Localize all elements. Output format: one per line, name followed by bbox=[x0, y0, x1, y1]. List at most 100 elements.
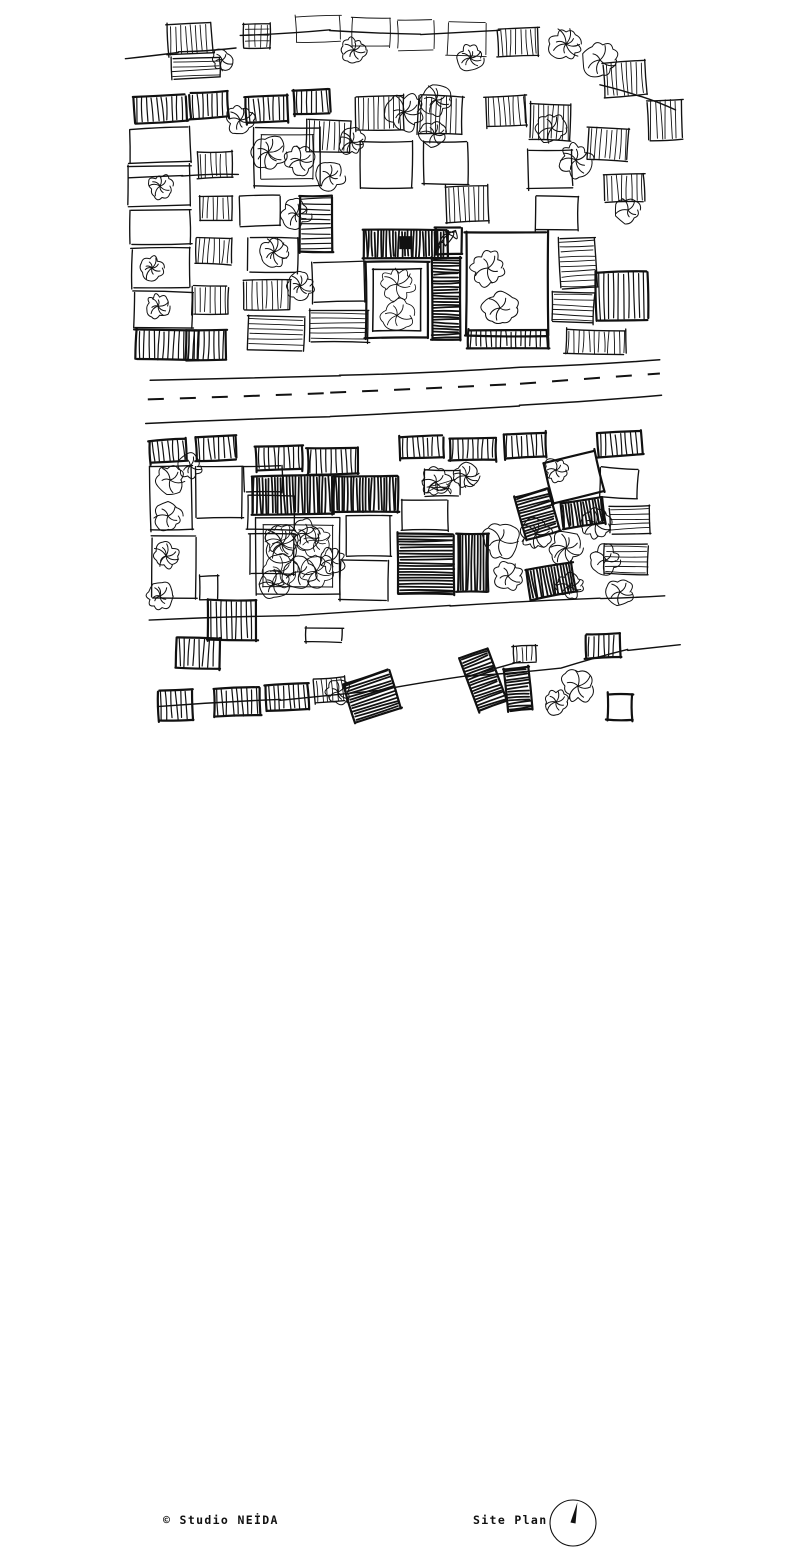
bldg-u-right-4 bbox=[534, 195, 580, 232]
bldg-l-24 bbox=[608, 504, 652, 535]
tree-l-12 bbox=[481, 523, 520, 560]
tree-u-1 bbox=[250, 135, 288, 170]
bldg-u-top-e bbox=[445, 21, 487, 58]
lower-block bbox=[147, 429, 652, 643]
bldg-l-roof-c bbox=[250, 474, 334, 516]
bldg-l-4 bbox=[150, 535, 198, 600]
bldg-b-1 bbox=[156, 688, 195, 723]
tree-u-16 bbox=[582, 42, 619, 78]
tree-u-7 bbox=[418, 84, 452, 117]
bldg-u-right-7 bbox=[594, 269, 650, 322]
bldg-l-25 bbox=[603, 542, 650, 576]
bldg-u-core-10 bbox=[310, 258, 367, 305]
tree-u-2 bbox=[226, 105, 256, 135]
tree-u-4 bbox=[315, 162, 347, 192]
bldg-u-lcs-3 bbox=[198, 195, 234, 222]
bldg-l-13 bbox=[398, 434, 445, 462]
tree-u-23 bbox=[614, 198, 642, 225]
bldg-u-core-2 bbox=[291, 87, 332, 118]
bldg-l-6 bbox=[198, 574, 220, 601]
bldg-u-top-d bbox=[396, 19, 435, 52]
tree-b-3 bbox=[544, 689, 569, 716]
bldg-l-14 bbox=[447, 436, 498, 463]
tree-u-18 bbox=[148, 174, 174, 201]
bottom-detached-row-trees bbox=[324, 669, 594, 716]
tree-l-1 bbox=[154, 465, 186, 495]
roof-accent-block bbox=[399, 236, 413, 250]
tree-l-21 bbox=[544, 458, 569, 484]
tree-u-15 bbox=[558, 141, 595, 180]
bldg-l-3 bbox=[148, 464, 195, 533]
bldg-b-4 bbox=[312, 675, 348, 705]
lower-block-base bbox=[148, 595, 666, 621]
footer: © Studio NEİDA Site Plan bbox=[0, 752, 800, 1547]
bldg-b-3 bbox=[263, 682, 311, 713]
bldg-b-12 bbox=[604, 691, 635, 723]
tree-b-2 bbox=[560, 669, 594, 703]
upper-block bbox=[126, 14, 684, 362]
bldg-b-2 bbox=[212, 686, 263, 719]
bldg-u-left-isolated bbox=[165, 21, 216, 58]
bldg-l-17 bbox=[455, 532, 490, 593]
tree-b-1 bbox=[324, 679, 350, 706]
bldg-u-lc-2 bbox=[127, 125, 192, 165]
bldg-u-top-f bbox=[496, 26, 541, 58]
bldg-u-lcs-6 bbox=[184, 328, 229, 362]
tree-u-17 bbox=[548, 28, 582, 60]
bldg-l-20 bbox=[513, 487, 562, 542]
bldg-u-core-5 bbox=[246, 236, 299, 275]
tree-u-22 bbox=[456, 44, 485, 72]
mid-tie-line bbox=[127, 173, 240, 179]
bldg-u-plaza-edge bbox=[465, 328, 551, 350]
tree-l-2 bbox=[153, 501, 184, 532]
bldg-u-lc-1 bbox=[131, 93, 190, 125]
tree-u-20 bbox=[146, 293, 171, 320]
tree-u-3 bbox=[283, 145, 316, 177]
bldg-b-5 bbox=[341, 668, 403, 725]
tree-u-21 bbox=[211, 48, 234, 72]
bldg-u-right-2 bbox=[528, 100, 572, 142]
tree-l-19 bbox=[605, 579, 634, 607]
bldg-l-18 bbox=[502, 429, 548, 462]
bldg-l-21 bbox=[559, 495, 607, 531]
tree-l-4 bbox=[145, 581, 174, 611]
north-arrow-icon bbox=[549, 1499, 597, 1547]
tree-u-24 bbox=[340, 36, 368, 64]
street-layer bbox=[144, 359, 663, 425]
tree-l-6 bbox=[281, 555, 318, 589]
bldg-u-lc-6 bbox=[132, 290, 195, 329]
tree-u-9 bbox=[279, 197, 313, 230]
bldg-u-right-8 bbox=[586, 126, 631, 163]
bldg-u-core-11 bbox=[308, 308, 371, 345]
bldg-u-maincourt bbox=[363, 260, 431, 341]
bldg-l-roof-a bbox=[253, 444, 305, 474]
bldg-l-11 bbox=[345, 514, 393, 557]
bldg-u-lcs-1 bbox=[188, 89, 231, 121]
bldg-b-9 bbox=[502, 664, 534, 713]
bldg-u-plaza bbox=[463, 229, 550, 338]
tree-u-10 bbox=[259, 237, 290, 268]
upper-block-trees bbox=[139, 28, 642, 325]
bldg-b-11 bbox=[583, 632, 623, 660]
bldg-l-1 bbox=[147, 436, 189, 466]
street-edge-lower bbox=[144, 394, 663, 425]
bldg-l-15 bbox=[400, 498, 449, 533]
bldg-u-core-16 bbox=[444, 183, 490, 225]
tree-l-8 bbox=[291, 518, 321, 551]
tree-u-12 bbox=[469, 249, 506, 288]
bldg-l-roof-b bbox=[304, 446, 360, 477]
bldg-u-right-9 bbox=[602, 172, 646, 204]
bldg-l-7 bbox=[205, 598, 260, 643]
street-edge-upper bbox=[149, 359, 661, 382]
bldg-u-main-annex bbox=[433, 226, 464, 256]
bldg-u-right-10 bbox=[563, 327, 627, 356]
bldg-l-roof-d bbox=[332, 474, 401, 515]
tree-u-8 bbox=[417, 121, 447, 148]
bldg-b-8 bbox=[457, 647, 508, 714]
bldg-u-top-b bbox=[294, 14, 342, 43]
tree-l-10 bbox=[421, 466, 453, 496]
bldg-u-core-4 bbox=[238, 194, 282, 228]
bldg-b-10 bbox=[511, 643, 539, 664]
tree-l-14 bbox=[548, 530, 584, 565]
bldg-u-top-g bbox=[601, 58, 648, 99]
